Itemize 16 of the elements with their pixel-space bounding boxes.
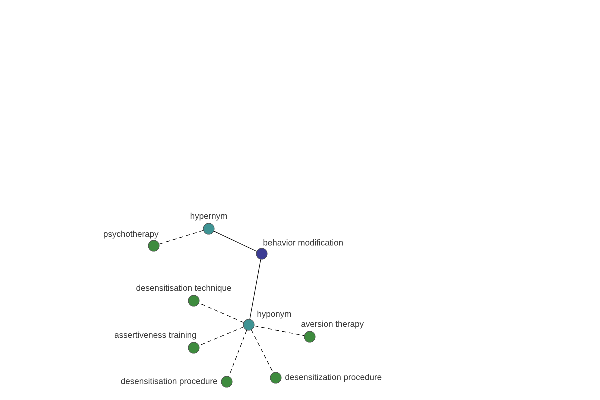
- connector-line: [159, 230, 204, 245]
- node-label: hyponym: [258, 310, 292, 319]
- connector-line: [228, 330, 248, 377]
- node-label: aversion therapy: [302, 320, 364, 329]
- connector-line: [251, 330, 274, 374]
- node-label: psychotherapy: [104, 230, 159, 239]
- connector-line: [254, 326, 305, 336]
- node-label: desensitisation technique: [136, 284, 232, 293]
- node-label: hypernym: [190, 212, 228, 221]
- node-label: behavior modification: [264, 240, 343, 246]
- node-label: desensitisation procedure: [121, 378, 218, 386]
- connector-line: [250, 259, 262, 320]
- connector-line: [214, 231, 258, 252]
- node-label: desensitization procedure: [286, 374, 382, 382]
- node-label: assertiveness training: [114, 332, 196, 340]
- connector-line: [199, 326, 244, 346]
